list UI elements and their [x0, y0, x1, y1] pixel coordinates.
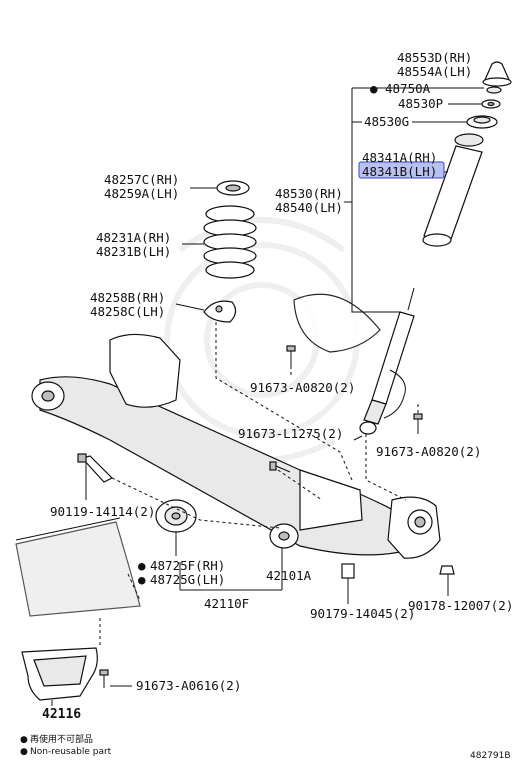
legend: ● 再使用不可部品 ● Non-reusable part: [20, 733, 112, 757]
mudguard-42116[interactable]: [21, 647, 98, 701]
lower-spring-seat[interactable]: [203, 300, 237, 323]
label-48725F[interactable]: 48725F(RH): [150, 558, 225, 573]
nut-90179[interactable]: [341, 563, 355, 579]
leader-lines: [51, 87, 484, 706]
legend-line-jp: 再使用不可部品: [30, 733, 93, 745]
label-91673-L1275[interactable]: 91673-L1275(2): [238, 426, 343, 441]
label-48540[interactable]: 48540(LH): [275, 200, 343, 215]
shock-absorber[interactable]: [293, 287, 415, 435]
label-48257C[interactable]: 48257C(RH): [104, 172, 179, 187]
label-48530P[interactable]: 48530P: [398, 96, 443, 111]
bump-stopper-boot[interactable]: [422, 133, 484, 247]
label-90119[interactable]: 90119-14114(2): [50, 504, 155, 519]
axle-beam[interactable]: [31, 333, 441, 559]
label-42110F[interactable]: 42110F: [204, 596, 249, 611]
label-48750A[interactable]: 48750A: [385, 81, 431, 96]
bolt-91673-A0820-upper[interactable]: [286, 345, 296, 366]
bolt-90119[interactable]: [77, 453, 114, 483]
non-reusable-mark: ●: [138, 558, 146, 573]
label-48530[interactable]: 48530(RH): [275, 186, 343, 201]
label-42101A[interactable]: 42101A: [266, 568, 312, 583]
part-labels: 48553D(RH) 48554A(LH) ● 48750A 48530P 48…: [42, 50, 513, 722]
label-48553D[interactable]: 48553D(RH): [397, 50, 472, 65]
label-48258B[interactable]: 48258B(RH): [90, 290, 165, 305]
upper-spring-seat[interactable]: [216, 180, 250, 196]
bolt-91673-L1275[interactable]: [269, 461, 291, 473]
nut-90178[interactable]: [439, 565, 455, 575]
label-48258C[interactable]: 48258C(LH): [90, 304, 165, 319]
non-reusable-mark: ●: [138, 572, 146, 587]
label-48231A[interactable]: 48231A(RH): [96, 230, 171, 245]
legend-line-en: Non-reusable part: [30, 747, 112, 757]
label-91673-A0820-upper[interactable]: 91673-A0820(2): [250, 380, 355, 395]
non-reusable-mark: ●: [370, 81, 378, 96]
label-42116[interactable]: 42116: [42, 707, 81, 722]
mount-48530G[interactable]: [466, 115, 498, 129]
label-91673-A0820-lower[interactable]: 91673-A0820(2): [376, 444, 481, 459]
label-48341B[interactable]: 48341B(LH): [362, 164, 437, 179]
label-48554A[interactable]: 48554A(LH): [397, 64, 472, 79]
label-48341A[interactable]: 48341A(RH): [362, 150, 437, 165]
screw-91673-A0616[interactable]: [99, 669, 109, 688]
bearing-48750A[interactable]: [486, 86, 502, 94]
bushing[interactable]: [155, 499, 197, 533]
coil-spring[interactable]: [203, 205, 257, 279]
label-48259A[interactable]: 48259A(LH): [104, 186, 179, 201]
label-48231B[interactable]: 48231B(LH): [96, 244, 171, 259]
legend-bullet: ●: [20, 747, 28, 757]
washer-48530P[interactable]: [481, 99, 501, 109]
label-48725G[interactable]: 48725G(LH): [150, 572, 225, 587]
upper-support[interactable]: [482, 61, 512, 87]
legend-bullet: ●: [20, 735, 28, 745]
label-90179[interactable]: 90179-14045(2): [310, 606, 415, 621]
label-90178[interactable]: 90178-12007(2): [408, 598, 513, 613]
label-91673-A0616[interactable]: 91673-A0616(2): [136, 678, 241, 693]
label-48530G[interactable]: 48530G: [364, 114, 409, 129]
rear-floor-cover[interactable]: [15, 517, 141, 617]
highlight-box: [358, 161, 445, 179]
diagram-id: 482791B: [470, 751, 511, 761]
bolt-91673-A0820-lower[interactable]: [413, 413, 423, 434]
